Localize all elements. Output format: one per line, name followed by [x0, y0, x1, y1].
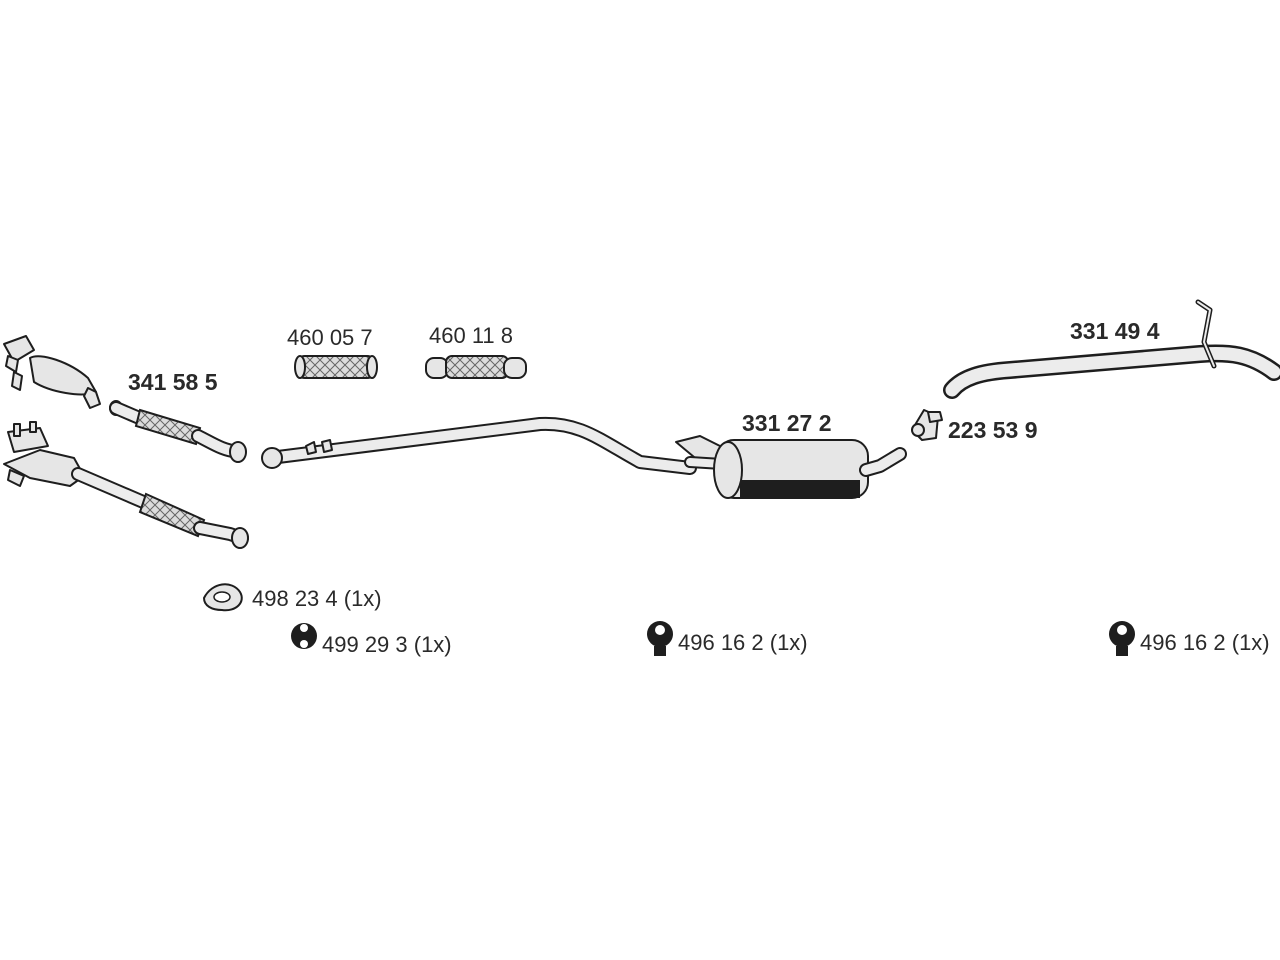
catalytic-converter-lower [3, 421, 249, 549]
center-pipe [261, 416, 697, 475]
part-label-223539: 223 53 9 [948, 417, 1038, 443]
catalytic-converter-upper [3, 335, 101, 409]
part-label-341585: 341 58 5 [128, 369, 218, 395]
front-pipe-341585[interactable] [109, 400, 247, 463]
gasket-icon [203, 583, 243, 612]
fitting-label: 498 23 4 (1x) [252, 586, 382, 611]
part-label-331272: 331 27 2 [742, 410, 832, 436]
fitting-label: 496 16 2 (1x) [678, 630, 808, 655]
flex-joint-460057[interactable] [294, 355, 378, 379]
part-label-460057: 460 05 7 [287, 325, 373, 350]
rubber-mount-icon [291, 623, 317, 649]
flex-joint-460118[interactable] [425, 355, 527, 379]
fitting-label: 499 29 3 (1x) [322, 632, 452, 657]
part-label-331494: 331 49 4 [1070, 318, 1160, 344]
rubber-mount-icon [647, 621, 673, 656]
fitting-label: 496 16 2 (1x) [1140, 630, 1270, 655]
rubber-mount-icon [1109, 621, 1135, 656]
middle-silencer-331272[interactable] [675, 435, 907, 499]
tail-pipe-331494[interactable] [943, 299, 1280, 399]
part-label-460118: 460 11 8 [429, 323, 513, 348]
clamp-223539[interactable] [911, 409, 943, 441]
